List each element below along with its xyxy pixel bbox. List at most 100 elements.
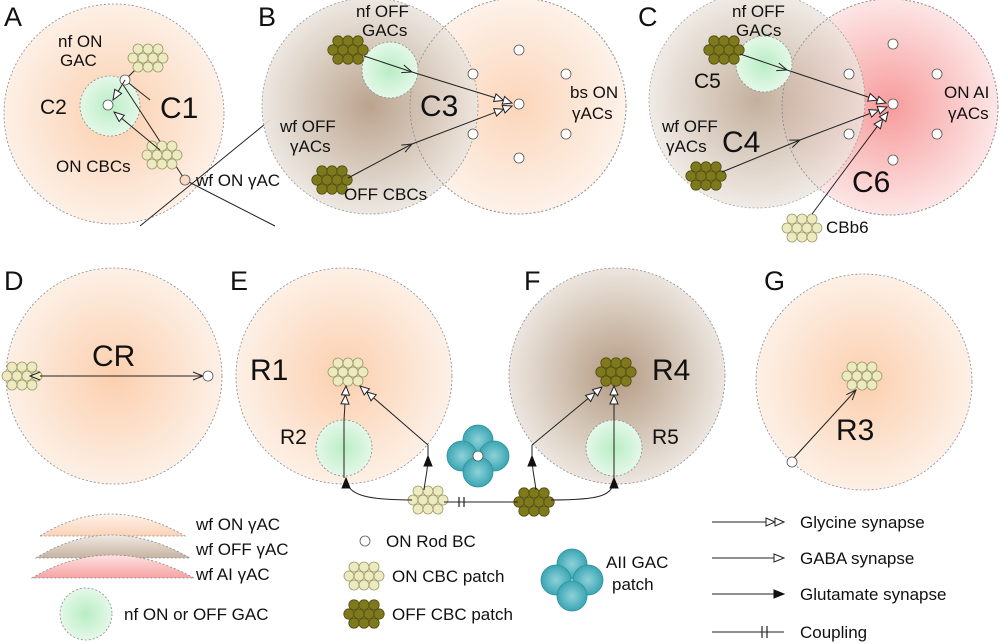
glutamate-arrow-icon [721, 140, 800, 173]
label-cbb6: CBb6 [826, 218, 869, 237]
off-cbc-patch-icon [685, 161, 727, 191]
glycine-arrow-icon [786, 69, 886, 103]
label-nf-on: nf ON [58, 32, 102, 51]
legend-wf-off: wf OFF γAC [195, 540, 289, 559]
rod-bc-icon [843, 128, 855, 140]
label-r4: R4 [652, 354, 690, 387]
off-cbc-patch-icon [343, 599, 385, 629]
panel-c: C nf OFF GACs C5 C4 C6 wf OFF γACs ON AI… [638, 0, 999, 243]
panel-letter-e: E [230, 266, 248, 296]
panel-letter-a: A [4, 2, 22, 32]
label-gacs: GACs [736, 21, 781, 40]
label-c5: C5 [694, 70, 721, 93]
panel-letter-f: F [524, 266, 541, 296]
aii-gac-patch-icon [540, 548, 604, 612]
glycine-arrow-icon [811, 112, 888, 215]
wf-on-dendrite-1 [139, 119, 271, 227]
wf-ai-outline [781, 0, 999, 216]
label-nf-off: nf OFF [356, 2, 409, 21]
rod-bc-icon [472, 450, 484, 462]
rod-bc-icon [931, 68, 943, 80]
rod-bc-icon [467, 68, 479, 80]
label-c1: C1 [160, 92, 198, 125]
on-cbc-patch-icon [407, 485, 449, 515]
label-off-cbcs: OFF CBCs [344, 185, 427, 204]
rod-bc-icon [359, 535, 371, 547]
gaba-arrow-icon [114, 112, 161, 151]
glutamate-arrow-icon [532, 456, 536, 491]
label-nf-off: nf OFF [732, 2, 785, 21]
label-on-ai-gacs: γACs [948, 104, 989, 123]
label-bs-on: bs ON [570, 83, 618, 102]
rod-bc-icon [513, 98, 525, 110]
label-c6: C6 [852, 166, 890, 199]
on-cbc-patch-icon [841, 361, 883, 391]
bs-on-outline [409, 0, 627, 215]
panel-letter-d: D [4, 266, 24, 296]
glycine-arrow-icon [531, 387, 602, 446]
legend-nf-gac: nf ON or OFF GAC [124, 605, 269, 624]
gaba-arrow-icon [113, 79, 126, 100]
on-cbc-patch-icon [343, 561, 385, 591]
on-cbc-patch-icon [327, 357, 369, 387]
label-wf-off: wf OFF [279, 117, 336, 136]
label-wf-off-gacs: γACs [666, 137, 707, 156]
glutamate-arrow-icon [791, 390, 856, 461]
glutamate-arrow-icon [739, 53, 787, 70]
label-c4: C4 [722, 126, 760, 159]
label-r2: R2 [280, 426, 307, 449]
rod-bc-icon [560, 128, 572, 140]
rod-bc-icon [786, 456, 798, 468]
off-cbc-patch-icon [595, 357, 637, 387]
panel-e: E R1 R2 [230, 266, 453, 485]
wf-off-swatch [34, 534, 192, 559]
label-c3: C3 [420, 90, 458, 123]
label-wf-on: wf ON γAC [195, 171, 280, 190]
rod-bc-icon [513, 152, 525, 164]
legend-wf-ai: wf AI γAC [195, 565, 270, 584]
glutamate-arrow-icon [363, 55, 412, 72]
wf-on-dendrite-2 [184, 179, 276, 227]
glutamate-arrow-icon [346, 478, 413, 501]
label-r1: R1 [250, 354, 288, 387]
label-gacs: GACs [362, 21, 407, 40]
legend-coupling: Coupling [800, 623, 867, 642]
panel-d: D CR [1, 266, 223, 485]
glycine-arrow-icon [411, 71, 512, 103]
wf-on-soma [179, 174, 191, 186]
legend-wf-on: wf ON γAC [195, 515, 280, 534]
label-cr: CR [92, 340, 135, 373]
glycine-arrow-icon [411, 106, 512, 145]
rod-pathway-circuit [346, 424, 614, 517]
legend-off-cbc: OFF CBC patch [392, 605, 513, 624]
glutamate-arrow-icon [424, 456, 428, 491]
label-wf-off-gacs: γACs [290, 137, 331, 156]
glycine-arrow-icon [799, 107, 887, 141]
wf-ai-swatch [30, 554, 195, 579]
glutamate-arrow-icon [347, 144, 412, 179]
panel-b: B nf OFF GACs C3 bs ON γACs wf OFF γACs … [258, 0, 627, 215]
glutamate-arrow-icon [550, 478, 614, 501]
legend-glycine: Glycine synapse [800, 513, 925, 532]
gac-soma [102, 99, 114, 111]
legend-aii: AII GAC [606, 553, 668, 572]
label-bs-gacs: γACs [572, 104, 613, 123]
off-cbc-patch-icon [513, 487, 555, 517]
wf-on-swatch [38, 513, 187, 537]
glycine-arrow-icon [344, 386, 346, 421]
rod-bc-icon [513, 44, 525, 56]
legend-gaba: GABA synapse [800, 549, 914, 568]
label-gac: GAC [60, 51, 97, 70]
legend-aii-patch: patch [612, 575, 654, 594]
nf-off-gac-field [361, 41, 419, 99]
wf-off-gac-field [648, 0, 866, 209]
rod-bc-icon [887, 154, 899, 166]
off-cbc-patch-icon [703, 35, 745, 65]
on-cbc-patch-icon [127, 43, 169, 73]
rod-bc-icon [467, 128, 479, 140]
panel-g: G R3 [755, 266, 973, 491]
off-cbc-patch-icon [327, 35, 369, 65]
panel-letter-b: B [258, 2, 276, 32]
rod-bc-icon [202, 370, 214, 382]
